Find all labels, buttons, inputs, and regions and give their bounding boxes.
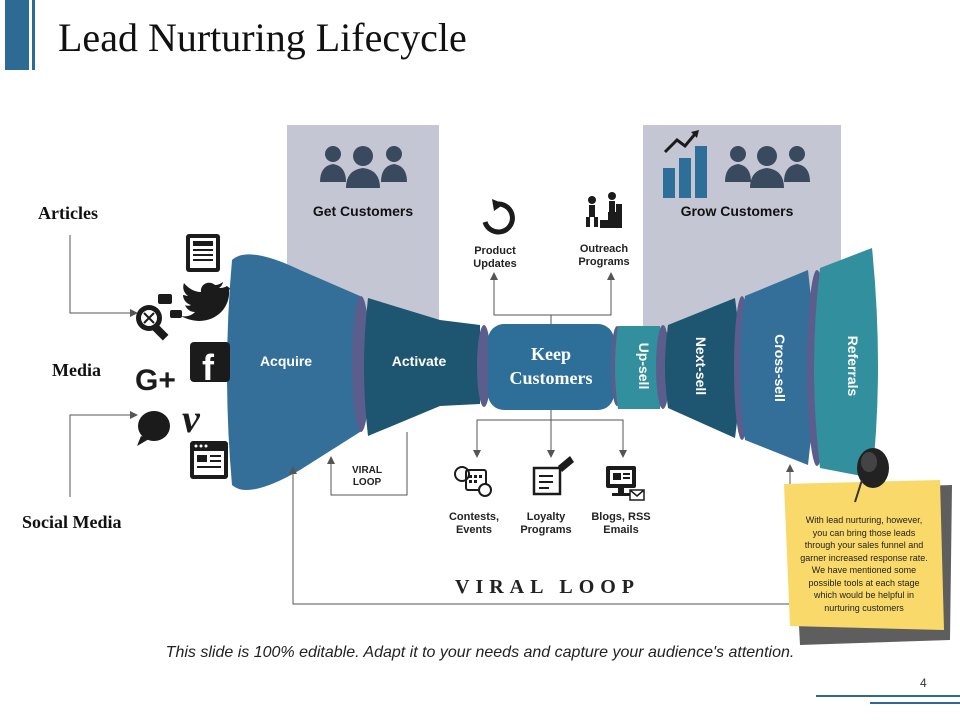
- keep-line-2: Customers: [509, 368, 593, 388]
- small-viral-loop: [330, 432, 408, 496]
- calendar-icon: [454, 466, 492, 497]
- source-articles-label: Articles: [38, 203, 98, 223]
- page-number: 4: [920, 676, 927, 690]
- twitter-icon: [181, 282, 230, 321]
- blogs-rss-emails-label: Blogs, RSS Emails: [591, 511, 651, 536]
- referrals-segment[interactable]: [814, 248, 878, 478]
- footer-caption: This slide is 100% editable. Adapt it to…: [165, 644, 795, 661]
- facebook-icon: f: [190, 342, 230, 388]
- monitor-email-icon: [606, 466, 645, 501]
- contests-events-label: Contests, Events: [448, 511, 500, 536]
- pushpin-icon: [854, 448, 889, 503]
- source-connectors: [69, 235, 130, 497]
- keep-customers-block[interactable]: [488, 324, 614, 410]
- keep-top-connectors: [493, 278, 612, 324]
- team-icon: [320, 146, 407, 188]
- chat-bubble-icon: [137, 411, 170, 446]
- vimeo-icon: v: [182, 396, 201, 441]
- upsell-label: Up-sell: [636, 342, 652, 390]
- title-accent-bar: [5, 0, 29, 70]
- sticky-note: [784, 480, 944, 630]
- loyalty-programs-label: Loyalty Programs: [520, 511, 572, 536]
- loyalty-card-icon: [532, 456, 574, 496]
- keep-bottom-connectors: [476, 410, 624, 452]
- keep-customers-label: Keep Customers: [488, 342, 614, 390]
- referrals-label: Referrals: [845, 335, 861, 397]
- activate-segment[interactable]: [364, 298, 480, 436]
- outreach-programs-label: Outreach Programs: [578, 243, 630, 268]
- svg-text:G+: G+: [135, 364, 176, 397]
- upsell-segment[interactable]: [615, 326, 663, 409]
- acquire-segment[interactable]: [227, 254, 360, 490]
- crosssell-segment[interactable]: [740, 270, 814, 465]
- newspaper-icon: [186, 234, 220, 272]
- refresh-icon: [482, 199, 515, 235]
- nextsell-label: Next-sell: [693, 336, 709, 396]
- viral-loop-big-label: VIRAL LOOP: [455, 576, 641, 598]
- product-updates-label: Product Updates: [473, 245, 517, 270]
- source-media-label: Media: [52, 360, 101, 380]
- google-plus-icon: G+: [135, 364, 176, 397]
- nextsell-segment[interactable]: [665, 298, 740, 438]
- svg-text:v: v: [182, 396, 201, 441]
- source-social-media-label: Social Media: [22, 512, 122, 532]
- keep-line-1: Keep: [531, 344, 571, 364]
- climbing-stairs-icon: [586, 192, 622, 228]
- microphone-icon: [136, 294, 182, 341]
- growth-chart-icon: [663, 130, 707, 198]
- grow-customers-heading: Grow Customers: [680, 203, 794, 219]
- svg-text:f: f: [202, 347, 215, 388]
- title-accent-line: [32, 0, 35, 70]
- get-customers-heading: Get Customers: [312, 203, 414, 219]
- sticky-note-text: With lead nurturing, however, you can br…: [800, 515, 928, 613]
- activate-label: Activate: [391, 353, 447, 369]
- web-page-icon: [190, 441, 228, 479]
- team-icon: [725, 146, 810, 188]
- viral-loop-small-label: VIRAL LOOP: [352, 465, 382, 488]
- separator-2: [477, 325, 491, 407]
- crosssell-label: Cross-sell: [772, 334, 788, 402]
- acquire-label: Acquire: [259, 353, 313, 369]
- page-title: Lead Nurturing Lifecycle: [58, 15, 467, 60]
